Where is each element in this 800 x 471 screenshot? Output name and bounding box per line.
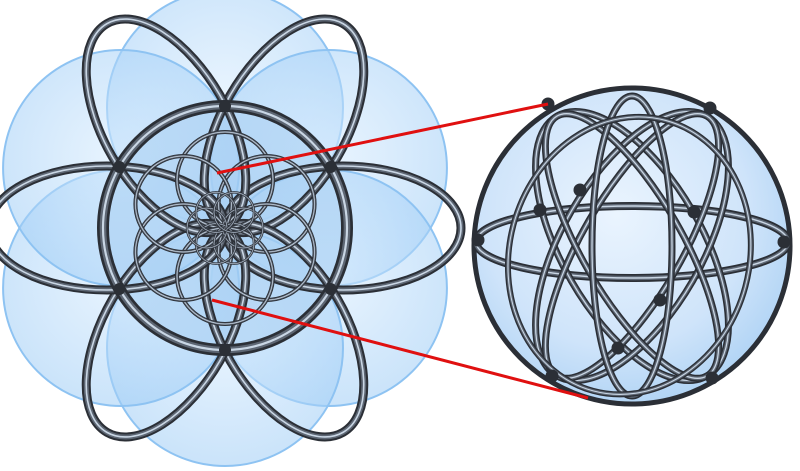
ring-junctions <box>113 100 337 356</box>
sphere-orbit-wide <box>504 113 754 398</box>
sphere-node <box>471 233 485 247</box>
core-ring <box>194 191 238 234</box>
inner-ring-layer-2 <box>135 155 232 253</box>
sphere-orbit-wide-layer-2 <box>507 116 752 395</box>
zoom-connectors <box>211 102 589 400</box>
sphere-figure <box>471 85 793 407</box>
junction-node <box>113 283 126 295</box>
junction-node <box>324 283 337 295</box>
sphere-node <box>687 205 701 219</box>
inner-ring-layer-2 <box>135 203 232 301</box>
sphere-node <box>573 183 587 197</box>
sphere-node <box>705 371 719 385</box>
sphere-node <box>545 369 559 383</box>
sphere-node <box>611 341 625 355</box>
junction-node <box>219 100 231 112</box>
connector-line-bottom <box>211 298 589 400</box>
sphere-node <box>653 293 667 307</box>
junction-node <box>113 161 126 173</box>
core-ring <box>212 191 256 234</box>
inner-rings <box>133 130 317 326</box>
junction-node <box>219 344 231 356</box>
inner-ring <box>133 202 234 302</box>
inner-ring <box>133 154 234 254</box>
connector-line-top <box>216 102 549 175</box>
sphere-node <box>703 101 717 115</box>
flower-of-life-figure <box>0 0 466 467</box>
sphere-node <box>777 235 791 249</box>
sphere-junctions <box>471 97 791 385</box>
core-ring-layer-2 <box>213 192 255 233</box>
junction-node <box>324 161 337 173</box>
sphere-node <box>533 203 547 217</box>
core-ring-layer-2 <box>195 192 237 233</box>
